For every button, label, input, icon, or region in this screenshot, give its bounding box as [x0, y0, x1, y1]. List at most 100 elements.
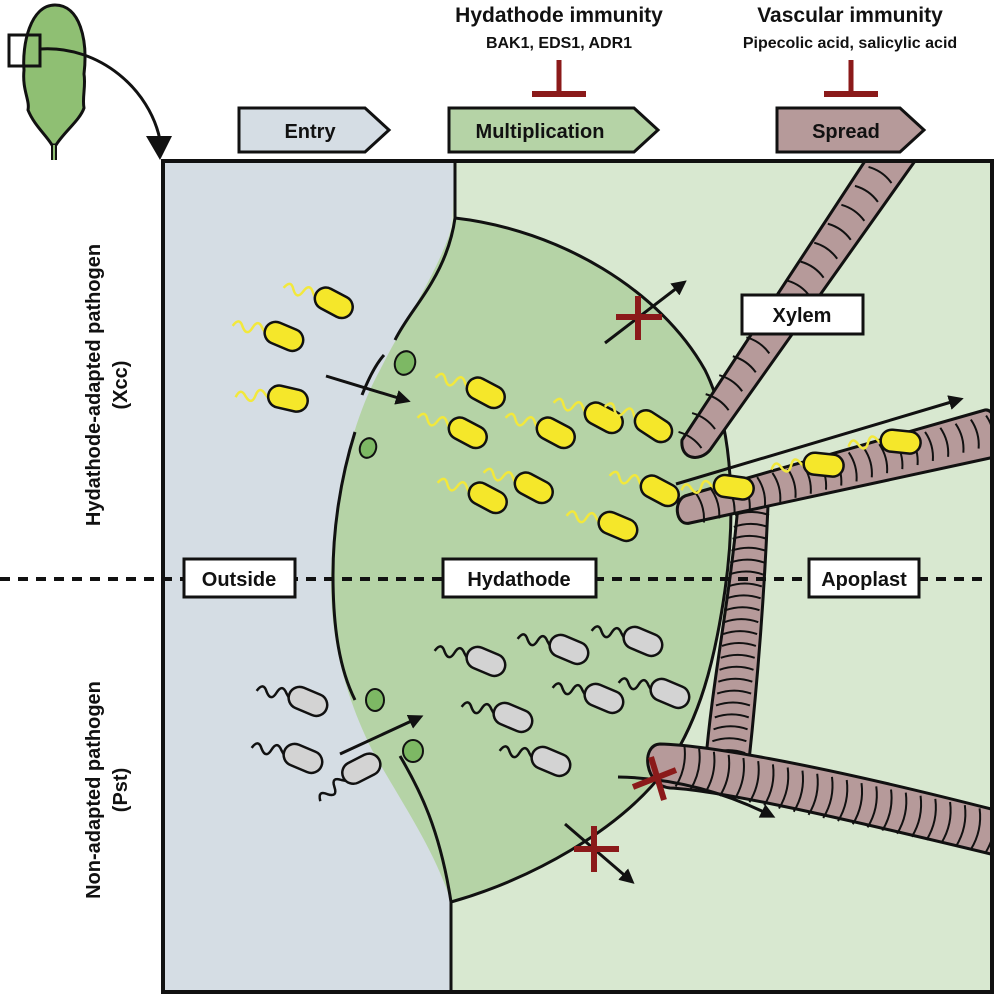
xylem-ring: [939, 427, 950, 457]
vascular-immunity-title: Vascular immunity: [757, 4, 943, 27]
xylem-ring: [763, 764, 775, 806]
xylem-ring: [807, 773, 819, 816]
flagellum: [770, 458, 807, 473]
xylem-ring: [827, 222, 852, 241]
stage-multiplication-label: Multiplication: [476, 121, 605, 143]
bacterium-xcc: [416, 412, 488, 450]
xylem-ring: [723, 618, 759, 624]
xylem-ring: [715, 701, 751, 707]
xylem-ring: [721, 641, 757, 647]
bacterium-body: [266, 384, 309, 413]
bacterium-xcc: [282, 282, 354, 320]
leaf-icon: [22, 3, 87, 160]
flagellum: [460, 701, 497, 717]
flagellum: [255, 685, 292, 701]
bacterium-body: [513, 471, 554, 505]
bacterium-body: [467, 481, 508, 515]
stage-spread-label: Spread: [812, 121, 880, 143]
xylem-ring: [748, 761, 760, 803]
bacterium-xcc: [847, 428, 922, 455]
xylem-ring: [727, 582, 763, 588]
main-panel-border: [161, 159, 994, 994]
bacterium-body: [263, 320, 305, 353]
xylem-ring: [746, 336, 771, 354]
xylem-ring: [732, 534, 767, 540]
bacterium-pst: [460, 701, 534, 734]
xylem-ring: [866, 786, 878, 828]
svg-text:Hydathode-adapted pathogen: Hydathode-adapted pathogen: [83, 244, 105, 526]
xylem-ring: [822, 776, 834, 819]
stoma-guard-cell: [402, 739, 424, 763]
bacterium-body: [447, 416, 488, 450]
bacterium-pst: [433, 645, 507, 678]
xylem-ring: [728, 570, 764, 576]
xylem-ring: [924, 431, 934, 461]
bacterium-pst: [255, 685, 329, 718]
bacterium-pst: [318, 752, 382, 802]
bacterium-pst: [617, 677, 691, 710]
flagellum: [318, 777, 349, 802]
flagellum: [847, 435, 884, 450]
xylem-ring: [716, 689, 752, 695]
xylem-ring: [731, 546, 766, 552]
xylem-ring: [718, 677, 753, 683]
xylem-ring: [970, 808, 982, 850]
stoma-guard-cell: [393, 350, 417, 376]
xylem-ring: [729, 558, 765, 564]
xylem-ring: [985, 414, 992, 432]
xylem-ring: [778, 767, 790, 810]
bacterium-pst: [590, 625, 664, 658]
xylem-ring: [837, 779, 849, 822]
bacterium-body: [341, 752, 382, 786]
xylem-ring: [984, 834, 992, 854]
bacterium-body: [649, 677, 691, 710]
xylem-ring: [691, 412, 716, 430]
svg-text:Apoplast: Apoplast: [821, 569, 907, 591]
flagellum: [433, 645, 470, 661]
flagellum: [436, 477, 472, 496]
xylem-ring: [868, 166, 893, 184]
xylem-ring: [725, 606, 760, 612]
svg-text:Hydathode: Hydathode: [467, 569, 570, 591]
xylem-ring: [705, 393, 730, 411]
svg-text:Non-adapted pathogen: Non-adapted pathogen: [83, 681, 105, 899]
svg-text:(Pst): (Pst): [110, 768, 132, 812]
xylem-ring: [719, 665, 754, 671]
bacterium-body: [548, 633, 590, 666]
flagellum: [231, 320, 268, 336]
xylem-ring: [695, 492, 706, 523]
inhibition-t-icon: [532, 60, 586, 97]
bacterium-xcc: [552, 397, 624, 435]
stoma-guard-cell: [358, 437, 378, 459]
xylem-ring: [940, 801, 952, 844]
bacterium-xcc: [603, 402, 674, 444]
flagellum: [617, 677, 654, 693]
stage-entry-label: Entry: [284, 121, 336, 143]
xylem-ring: [925, 798, 937, 841]
flagellum: [551, 682, 588, 698]
xylem-ring: [733, 757, 745, 800]
bacterium-body: [287, 685, 329, 718]
bacterium-xcc: [234, 384, 309, 413]
bacterium-xcc: [608, 470, 680, 508]
bacterium-body: [802, 451, 845, 478]
bacterium-xcc: [565, 510, 639, 543]
flagellum: [680, 479, 717, 494]
inhibition-t-icon: [824, 60, 878, 97]
bacterium-pst: [551, 682, 625, 715]
xylem-ring: [792, 770, 804, 813]
xylem-ring: [720, 653, 756, 659]
xylem-ring: [719, 754, 731, 797]
blocked-arrow-top: [604, 280, 687, 345]
svg-text:(Xcc): (Xcc): [110, 361, 132, 410]
bacterium-body: [879, 428, 922, 455]
zoom-box-icon: [7, 33, 42, 68]
red-cross-icon: [616, 296, 662, 340]
bacterium-xcc: [436, 477, 508, 515]
stage-multiplication: Multiplication: [447, 106, 661, 154]
bacterium-xcc: [680, 473, 755, 501]
red-cross-icon: [631, 756, 678, 801]
bacterium-body: [313, 286, 354, 320]
stage-entry: Entry: [237, 106, 392, 154]
label-apoplast: Apoplast: [807, 557, 921, 599]
